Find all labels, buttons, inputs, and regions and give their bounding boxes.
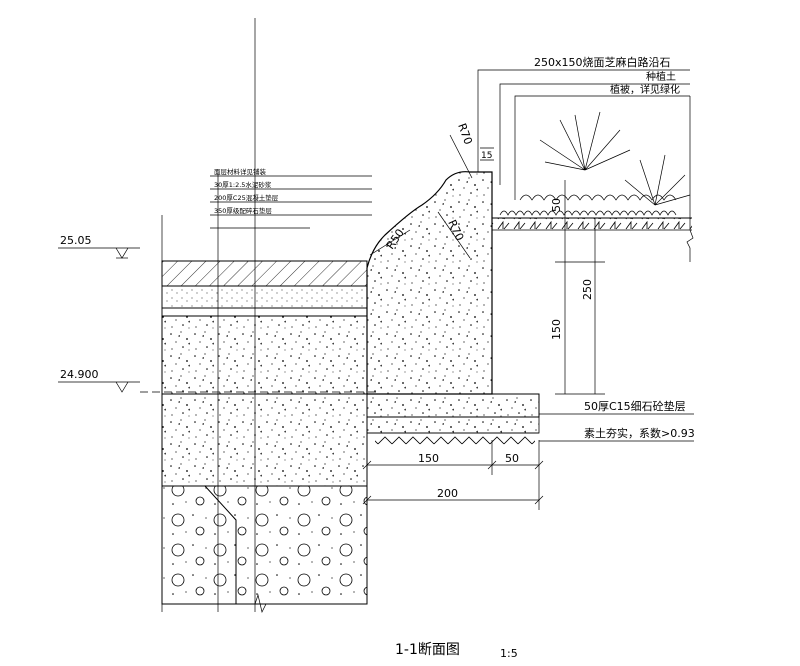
elevation-top: 25.05 — [58, 234, 140, 259]
dim-v50-label: 50 — [550, 198, 563, 212]
soil-callout: 种植土 — [646, 70, 676, 83]
elevation-top-label: 25.05 — [60, 234, 92, 247]
subgrade-hatch — [375, 433, 535, 449]
top-callouts: 250x150烧面芝麻白路沿石 种植土 植被，详见绿化 15 — [477, 55, 690, 200]
c15-cushion-step — [366, 416, 540, 434]
radius-top-label: R70 — [455, 122, 475, 147]
layer-note-1: 面层材料详见铺装 — [214, 167, 267, 176]
curb-callout: 250x150烧面芝麻白路沿石 — [534, 55, 671, 69]
horizontal-dimensions: 150 50 200 — [362, 440, 544, 510]
subgrade-callout: 素土夯实，系数>0.93 — [584, 426, 695, 440]
curb-stone — [366, 171, 493, 395]
layer-notes: 面层材料详见铺装 30厚1:2.5水泥砂浆 200厚C25混凝土垫层 350厚级… — [210, 167, 372, 229]
pavement-layers — [161, 260, 368, 605]
c15-cushion — [366, 393, 540, 418]
dim-h50-label: 50 — [505, 452, 519, 465]
vertical-dimensions: 50 250 150 — [550, 180, 605, 395]
dim-v250-label: 250 — [581, 279, 594, 300]
dim-15-label: 15 — [481, 151, 492, 161]
drawing-title: 1-1断面图 1:5 — [395, 642, 518, 660]
scale-text: 1:5 — [500, 647, 518, 660]
break-mark — [254, 593, 290, 614]
layer-note-2: 30厚1:2.5水泥砂浆 — [214, 180, 272, 189]
planting-bed — [492, 218, 692, 230]
dim-h200-label: 200 — [437, 487, 458, 500]
dim-h150-label: 150 — [418, 452, 439, 465]
plant-symbols — [499, 111, 691, 216]
elevation-lower-label: 24.900 — [60, 368, 99, 381]
layer-note-4: 350厚级配碎石垫层 — [214, 206, 272, 215]
dim-v150-label: 150 — [550, 319, 563, 340]
planting-callout: 植被，详见绿化 — [610, 83, 680, 96]
layer-note-3: 200厚C25混凝土垫层 — [214, 193, 279, 202]
elevation-lower: 24.900 — [58, 368, 380, 393]
cushion-callout: 50厚C15细石砼垫层 — [584, 399, 686, 413]
title-text: 1-1断面图 — [395, 642, 460, 658]
right-callouts: 50厚C15细石砼垫层 素土夯实，系数>0.93 — [539, 399, 695, 442]
